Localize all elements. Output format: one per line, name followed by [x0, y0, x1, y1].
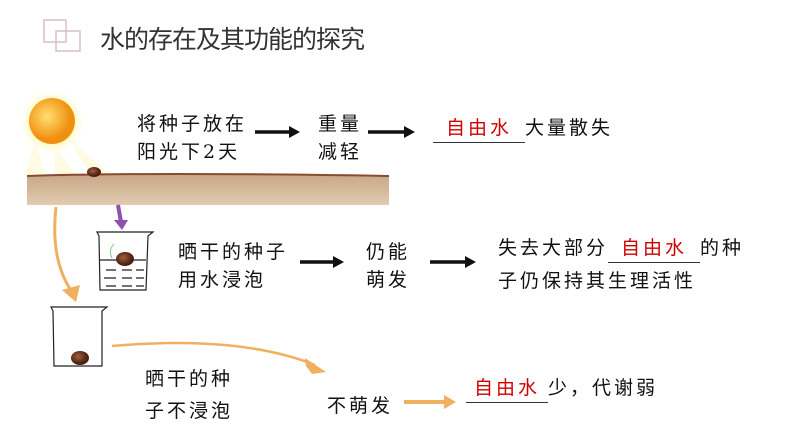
- row3-step: 晒干的种子不浸泡: [145, 368, 234, 422]
- black-arrows: [255, 126, 476, 268]
- sun-rays-icon: [25, 140, 110, 175]
- sun-icon: [29, 98, 75, 144]
- row3-result: 不萌发: [327, 395, 394, 417]
- seed-icon: [71, 351, 89, 365]
- answer-blank: 自由水: [608, 234, 701, 263]
- row1-result: 重量减轻: [318, 113, 363, 163]
- row1-step: 将种子放在阳光下2天: [137, 113, 248, 163]
- orange-arrow-result: [404, 395, 456, 409]
- seed-icon: [87, 167, 101, 177]
- purple-arrow: [114, 220, 128, 230]
- answer-blank: 自由水: [466, 374, 548, 403]
- row2-conclusion: 失去大部分自由水的种子仍保持其生理活性: [498, 234, 744, 295]
- page-title: 水的存在及其功能的探究: [100, 25, 365, 54]
- row2-result: 仍能萌发: [366, 241, 411, 291]
- empty-beaker-icon: [50, 306, 109, 367]
- answer-blank: 自由水: [433, 114, 525, 143]
- orange-arrow-down: [62, 285, 80, 302]
- row1-conclusion: 自由水大量散失: [433, 114, 613, 143]
- slide-logo-icon: [43, 19, 81, 52]
- seed-icon: [116, 252, 134, 266]
- row2-step: 晒干的种子用水浸泡: [178, 241, 289, 291]
- orange-arrow-right: [305, 358, 326, 374]
- soil-strip: [27, 175, 389, 205]
- row3-conclusion: 自由水少，代谢弱: [466, 374, 658, 403]
